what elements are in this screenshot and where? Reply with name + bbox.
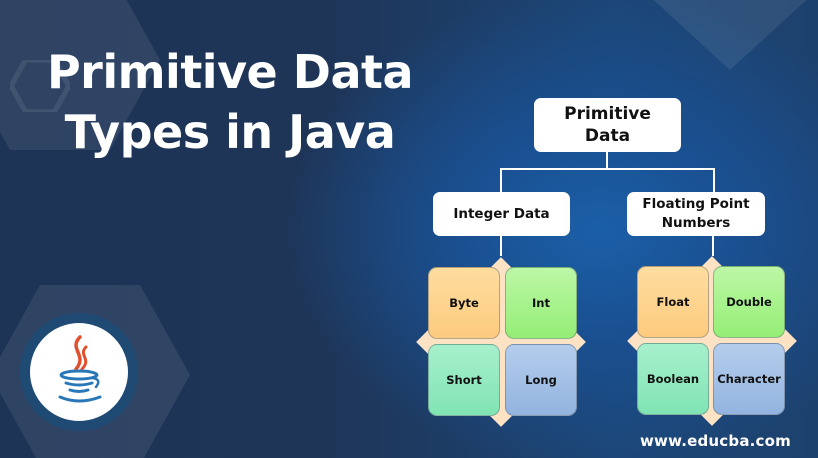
hexagon-decoration xyxy=(0,0,160,150)
connector-to-float xyxy=(713,168,715,192)
node-root-line-1: Primitive xyxy=(564,104,651,124)
tile-character: Character xyxy=(713,343,785,415)
tile-boolean: Boolean xyxy=(637,343,709,415)
tile-byte: Byte xyxy=(428,267,500,339)
node-primitive-data: Primitive Data xyxy=(534,98,681,152)
tile-long: Long xyxy=(505,344,577,416)
tile-label: Boolean xyxy=(646,372,700,386)
tile-float: Float xyxy=(637,266,709,338)
node-float-line-2: Numbers xyxy=(661,215,731,231)
connector-to-integer xyxy=(500,168,502,192)
tile-label: Byte xyxy=(449,296,479,310)
tile-int: Int xyxy=(505,267,577,339)
node-root-line-2: Data xyxy=(584,126,631,146)
title-line-1: Primitive Data xyxy=(46,45,414,99)
tile-label: Character xyxy=(717,372,781,386)
tile-label: Float xyxy=(656,295,690,309)
tile-double: Double xyxy=(713,266,785,338)
java-coffee-cup-icon xyxy=(58,335,102,403)
tile-short: Short xyxy=(428,344,500,416)
node-integer-label: Integer Data xyxy=(453,206,550,222)
node-float-line-1: Floating Point xyxy=(642,196,750,212)
connector-root-down xyxy=(606,152,608,169)
tile-label: Long xyxy=(525,373,557,387)
connector-horizontal xyxy=(500,168,715,170)
node-floating-point: Floating Point Numbers xyxy=(627,192,765,236)
connector-integer-down xyxy=(500,236,502,256)
website-watermark: www.educba.com xyxy=(640,432,791,450)
tile-label: Short xyxy=(446,373,482,387)
connector-float-down xyxy=(712,236,714,256)
tile-label: Int xyxy=(532,296,550,310)
node-integer-data: Integer Data xyxy=(433,192,570,236)
title-line-2: Types in Java xyxy=(64,105,396,159)
tile-label: Double xyxy=(726,295,772,309)
page-title: Primitive Data Types in Java xyxy=(0,42,460,162)
hexagon-decoration xyxy=(10,60,70,112)
hexagon-decoration xyxy=(653,0,807,70)
